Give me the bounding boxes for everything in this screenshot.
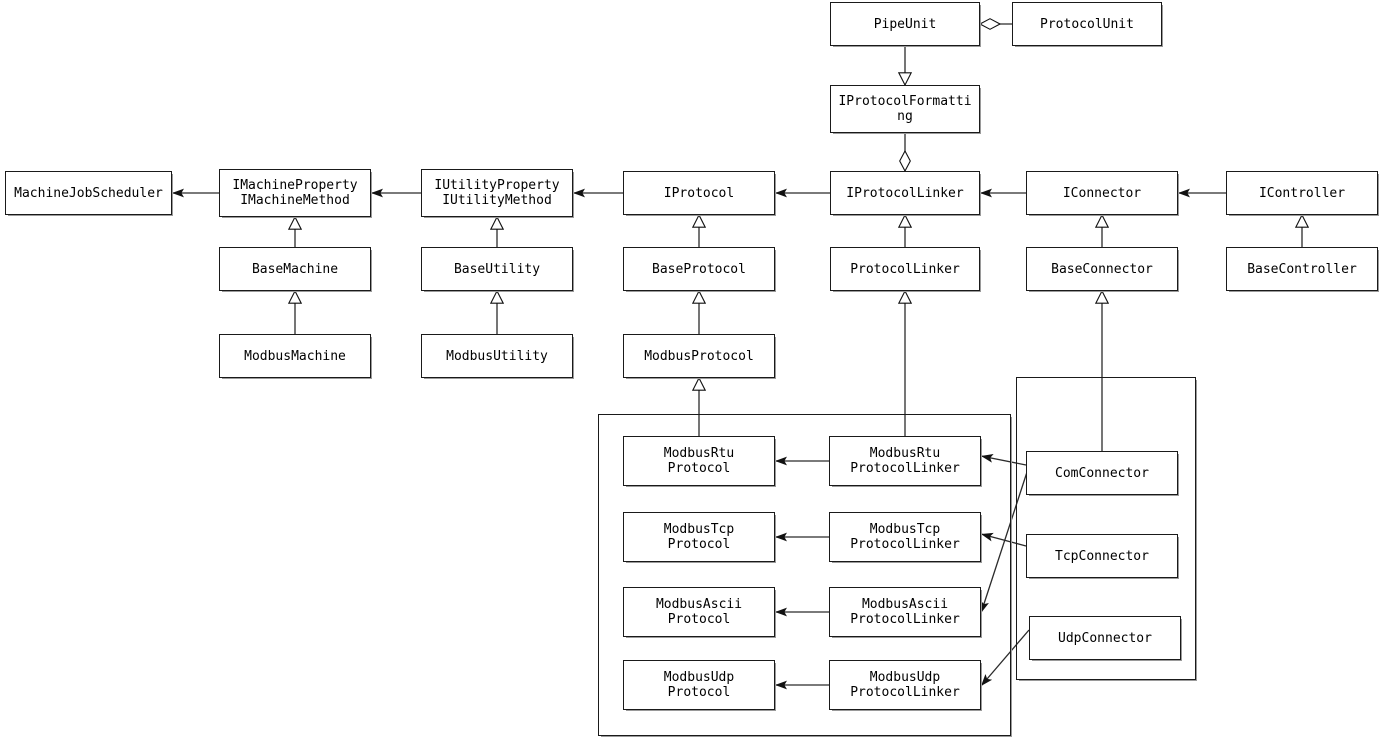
class-box-label: ModbusAscii Protocol [655,597,743,627]
class-box-label: IController [1258,185,1346,201]
class-box-label: ModbusUdp ProtocolLinker [850,670,960,700]
class-box-label: BaseProtocol [652,261,746,277]
class-box-protocol-linker[interactable]: ProtocolLinker [830,247,980,291]
class-box-com-connector[interactable]: ComConnector [1026,451,1178,495]
class-box-label: ModbusRtu ProtocolLinker [850,446,960,476]
class-box-label: BaseUtility [453,261,541,277]
class-box-modbus-machine[interactable]: ModbusMachine [219,334,371,378]
class-box-label: TcpConnector [1055,548,1149,564]
class-box-label: ModbusRtu Protocol [663,446,735,476]
class-box-base-machine[interactable]: BaseMachine [219,247,371,291]
class-box-base-controller[interactable]: BaseController [1226,247,1378,291]
class-box-iprotocol-formatting[interactable]: IProtocolFormatti ng [830,85,980,133]
class-box-label: ModbusUdp Protocol [663,670,735,700]
class-box-label: ModbusAscii ProtocolLinker [850,597,960,627]
class-box-label: ModbusTcp ProtocolLinker [850,522,960,552]
class-box-label: IMachineProperty IMachineMethod [232,178,358,208]
class-box-modbus-rtu-linker[interactable]: ModbusRtu ProtocolLinker [829,436,981,486]
class-box-base-utility[interactable]: BaseUtility [421,247,573,291]
class-box-modbus-rtu-protocol[interactable]: ModbusRtu Protocol [623,436,775,486]
class-box-base-connector[interactable]: BaseConnector [1026,247,1178,291]
class-box-label: ComConnector [1055,465,1149,481]
class-box-modbus-ascii-linker[interactable]: ModbusAscii ProtocolLinker [829,587,981,637]
class-box-label: IProtocol [663,185,735,201]
class-box-iutility-property[interactable]: IUtilityProperty IUtilityMethod [421,169,573,217]
class-box-label: ProtocolUnit [1040,16,1134,32]
class-box-label: ModbusUtility [446,348,548,364]
class-box-machine-job-scheduler[interactable]: MachineJobScheduler [5,171,172,215]
class-box-label: IConnector [1062,185,1142,201]
class-box-label: BaseMachine [251,261,339,277]
class-box-label: UdpConnector [1058,630,1152,646]
class-box-label: ModbusProtocol [644,348,754,364]
class-box-label: ProtocolLinker [850,261,960,277]
class-box-label: IUtilityProperty IUtilityMethod [434,178,560,208]
class-box-modbus-udp-linker[interactable]: ModbusUdp ProtocolLinker [829,660,981,710]
class-box-modbus-tcp-linker[interactable]: ModbusTcp ProtocolLinker [829,512,981,562]
class-box-base-protocol[interactable]: BaseProtocol [623,247,775,291]
class-box-imachine-property[interactable]: IMachineProperty IMachineMethod [219,169,371,217]
class-box-icontroller[interactable]: IController [1226,171,1378,215]
class-box-tcp-connector[interactable]: TcpConnector [1026,534,1178,578]
class-box-label: BaseController [1247,261,1357,277]
class-box-iprotocol[interactable]: IProtocol [623,171,775,215]
class-box-label: IProtocolLinker [846,185,964,201]
class-box-modbus-tcp-protocol[interactable]: ModbusTcp Protocol [623,512,775,562]
class-box-iconnector[interactable]: IConnector [1026,171,1178,215]
class-box-modbus-protocol[interactable]: ModbusProtocol [623,334,775,378]
class-box-modbus-ascii-protocol[interactable]: ModbusAscii Protocol [623,587,775,637]
class-box-iprotocol-linker[interactable]: IProtocolLinker [830,171,980,215]
class-box-modbus-udp-protocol[interactable]: ModbusUdp Protocol [623,660,775,710]
class-box-label: PipeUnit [873,16,937,32]
class-box-protocol-unit[interactable]: ProtocolUnit [1012,2,1162,46]
class-box-label: ModbusTcp Protocol [663,522,735,552]
class-box-label: MachineJobScheduler [14,185,163,201]
class-box-pipe-unit[interactable]: PipeUnit [830,2,980,46]
class-box-label: ModbusMachine [244,348,346,364]
class-box-udp-connector[interactable]: UdpConnector [1029,616,1181,660]
class-box-label: IProtocolFormatti ng [838,94,972,124]
class-box-modbus-utility[interactable]: ModbusUtility [421,334,573,378]
class-box-label: BaseConnector [1051,261,1153,277]
